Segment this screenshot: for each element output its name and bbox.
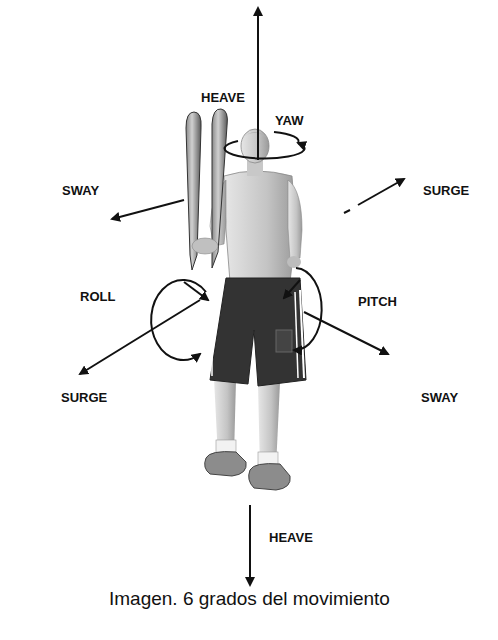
human-figure [186, 109, 306, 490]
motion-label: HEAVE [201, 91, 245, 105]
motion-label: SWAY [62, 184, 99, 198]
motion-label: SURGE [61, 391, 107, 405]
motion-label: PITCH [358, 295, 397, 309]
motion-label: SWAY [421, 391, 458, 405]
motion-label: YAW [275, 114, 303, 128]
figure-caption: Imagen. 6 grados del movimiento [109, 588, 390, 611]
motion-label: HEAVE [269, 531, 313, 545]
motion-label: SURGE [423, 184, 469, 198]
motion-label: ROLL [80, 290, 115, 304]
motion-arrows [80, 8, 404, 585]
